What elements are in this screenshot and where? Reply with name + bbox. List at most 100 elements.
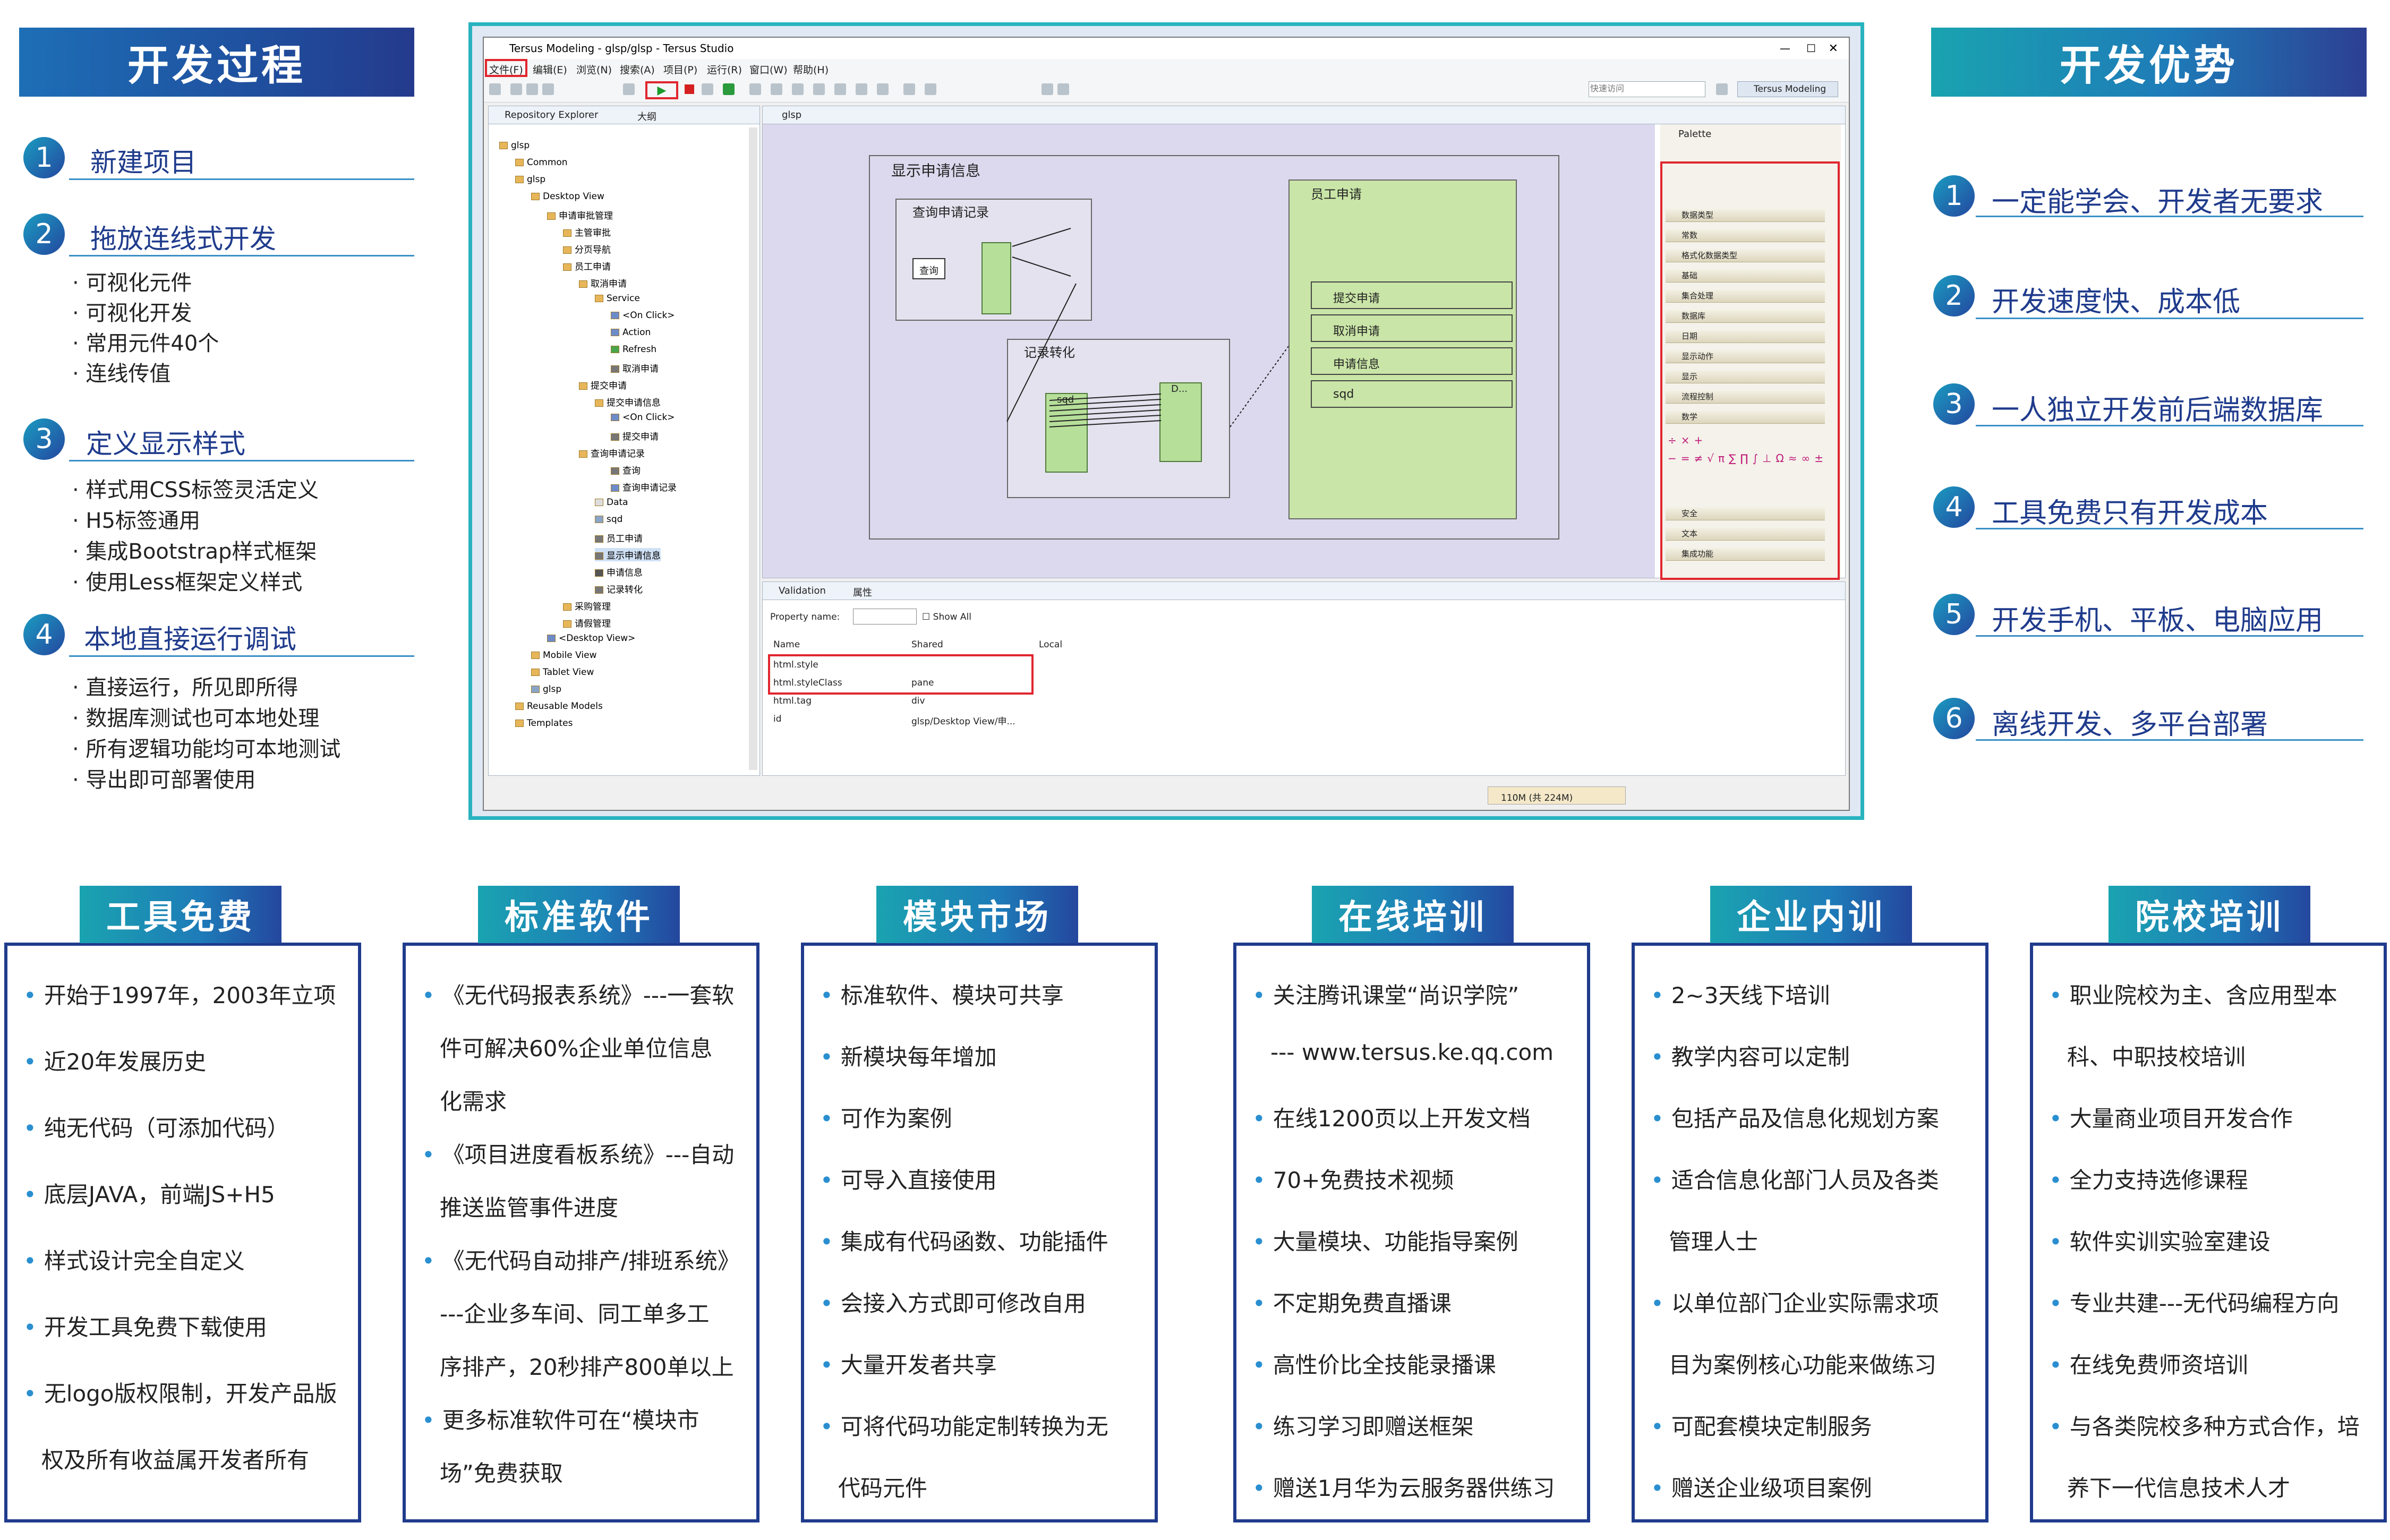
convert-source[interactable]: sqd [1045,393,1088,473]
menu-window[interactable]: 窗口(W) [749,64,788,76]
tab-validation[interactable]: Validation [779,585,826,596]
convert-box[interactable]: 记录转化 sqd D... [1007,339,1230,498]
tree-item[interactable]: glsp [531,684,561,695]
tree-item[interactable]: 提交申请 [579,378,627,391]
palette-group[interactable]: 集合处理 [1666,290,1825,303]
convert-target[interactable]: D... [1159,382,1202,462]
palette-group[interactable]: 常数 [1666,229,1825,242]
form-field[interactable]: 取消申请 [1311,314,1513,342]
query-process[interactable] [981,242,1011,314]
perspective-button[interactable]: Tersus Modeling [1737,81,1838,97]
table-row[interactable]: html.styleClass pane [773,678,934,688]
palette-group[interactable]: 安全 [1666,508,1825,520]
tree-item[interactable]: Templates [515,718,573,729]
palette-group[interactable]: 格式化数据类型 [1666,250,1825,262]
tool-icon[interactable] [925,83,936,95]
tree-item[interactable]: 提交申请信息 [595,395,661,408]
menu-project[interactable]: 项目(P) [663,64,698,76]
menu-navigate[interactable]: 浏览(N) [576,64,612,76]
tree-item[interactable]: 员工申请 [563,259,611,272]
tree-item[interactable]: 分页导航 [563,242,611,255]
tree-item[interactable]: Action [611,327,651,338]
tab-outline[interactable]: 大纲 [637,112,656,123]
palette-group[interactable]: 日期 [1666,330,1825,343]
new-icon[interactable] [489,83,501,95]
quick-access-input[interactable] [1589,81,1705,97]
query-box[interactable]: 查询申请记录 查询 [895,199,1092,321]
run-button[interactable]: ▶ [645,81,678,99]
table-row[interactable]: html.style [773,660,818,670]
tool-icon[interactable] [834,83,846,95]
tree-item[interactable]: 查询申请记录 [579,446,645,459]
tool-icon[interactable] [771,83,782,95]
table-row[interactable]: id glsp/Desktop View/申... [773,714,1015,727]
tree-item[interactable]: 查询申请记录 [611,480,677,493]
palette-group[interactable]: 流程控制 [1666,391,1825,404]
tool-icon[interactable] [749,83,761,95]
tool-icon[interactable] [903,83,915,95]
model-canvas[interactable]: 显示申请信息 查询申请记录 查询 记录转化 sqd D... [763,124,1655,578]
math-icons-grid[interactable]: ÷×+−=≠√π∑∏∫⊥Ω≈∞± [1668,434,1828,465]
palette-group[interactable]: 数据类型 [1666,209,1825,222]
tab-properties[interactable]: 属性 [853,587,872,598]
palette-group[interactable]: 显示 [1666,371,1825,383]
table-row[interactable]: html.tag div [773,696,925,706]
tree-item[interactable]: 员工申请 [595,531,643,544]
tool-icon[interactable] [813,83,825,95]
form-field[interactable]: 提交申请 [1311,281,1513,309]
run-config-icon[interactable] [723,83,735,95]
tree-item[interactable]: sqd [595,514,622,525]
menu-run[interactable]: 运行(R) [707,64,742,76]
tree-item[interactable]: 记录转化 [595,582,643,595]
tree-item[interactable]: Tablet View [531,667,594,678]
palette-group[interactable]: 数学 [1666,411,1825,424]
menu-help[interactable]: 帮助(H) [793,64,829,76]
tree-item[interactable]: Refresh [611,344,656,355]
tree-item-selected[interactable]: 显示申请信息 [595,548,661,561]
export-icon[interactable] [702,83,713,95]
tree-item[interactable]: <On Click> [611,412,675,423]
property-name-input[interactable] [853,609,917,624]
menu-edit[interactable]: 编辑(E) [533,64,567,76]
query-button[interactable]: 查询 [912,258,945,279]
back-icon[interactable] [856,83,867,95]
tree-item[interactable]: 采购管理 [563,599,611,612]
tree-item[interactable]: 取消申请 [611,361,659,374]
save-all-icon[interactable] [526,83,538,95]
palette-group[interactable]: 集成功能 [1666,548,1825,561]
tree-item[interactable]: glsp [499,140,530,151]
forward-icon[interactable] [877,83,889,95]
form-box[interactable]: 员工申请 提交申请 取消申请 申请信息 sqd [1288,179,1517,519]
print-icon[interactable] [542,83,554,95]
tree-item[interactable]: Desktop View [531,191,604,202]
tree-item[interactable]: 查询 [611,463,641,476]
show-all-checkbox[interactable]: ☐ Show All [922,612,972,622]
form-field[interactable]: sqd [1311,380,1513,408]
tree-item[interactable]: <On Click> [611,310,675,321]
tree-item[interactable]: 申请信息 [595,565,643,578]
tree-item[interactable]: 主管审批 [563,225,611,238]
tree-item[interactable]: 请假管理 [563,616,611,629]
save-icon[interactable] [510,83,522,95]
tree-item[interactable]: Common [515,157,568,168]
tree-item[interactable]: 申请审批管理 [547,208,613,221]
menu-search[interactable]: 搜索(A) [620,64,655,76]
palette-group[interactable]: 显示动作 [1666,350,1825,363]
zoom-out-icon[interactable] [1057,83,1069,95]
tree-item[interactable]: Service [595,293,640,304]
tree-item[interactable]: Data [595,497,628,508]
debug-icon[interactable] [623,83,635,95]
open-perspective-icon[interactable] [1716,83,1728,95]
tree-item[interactable]: 提交申请 [611,429,659,442]
maximize-icon[interactable]: ☐ [1806,42,1816,55]
minimize-icon[interactable]: — [1780,42,1790,55]
stop-icon[interactable] [685,84,694,94]
tree-item[interactable]: Mobile View [531,650,597,661]
tree-item[interactable]: 取消申请 [579,276,627,289]
explorer-scrollbar[interactable] [749,127,757,770]
menu-file[interactable]: 文件(F) [489,64,523,76]
palette-group[interactable]: 数据库 [1666,310,1825,323]
tab-repository-explorer[interactable]: Repository Explorer [505,109,599,121]
tree-item[interactable]: <Desktop View> [547,633,635,644]
palette-group[interactable]: 基础 [1666,270,1825,283]
